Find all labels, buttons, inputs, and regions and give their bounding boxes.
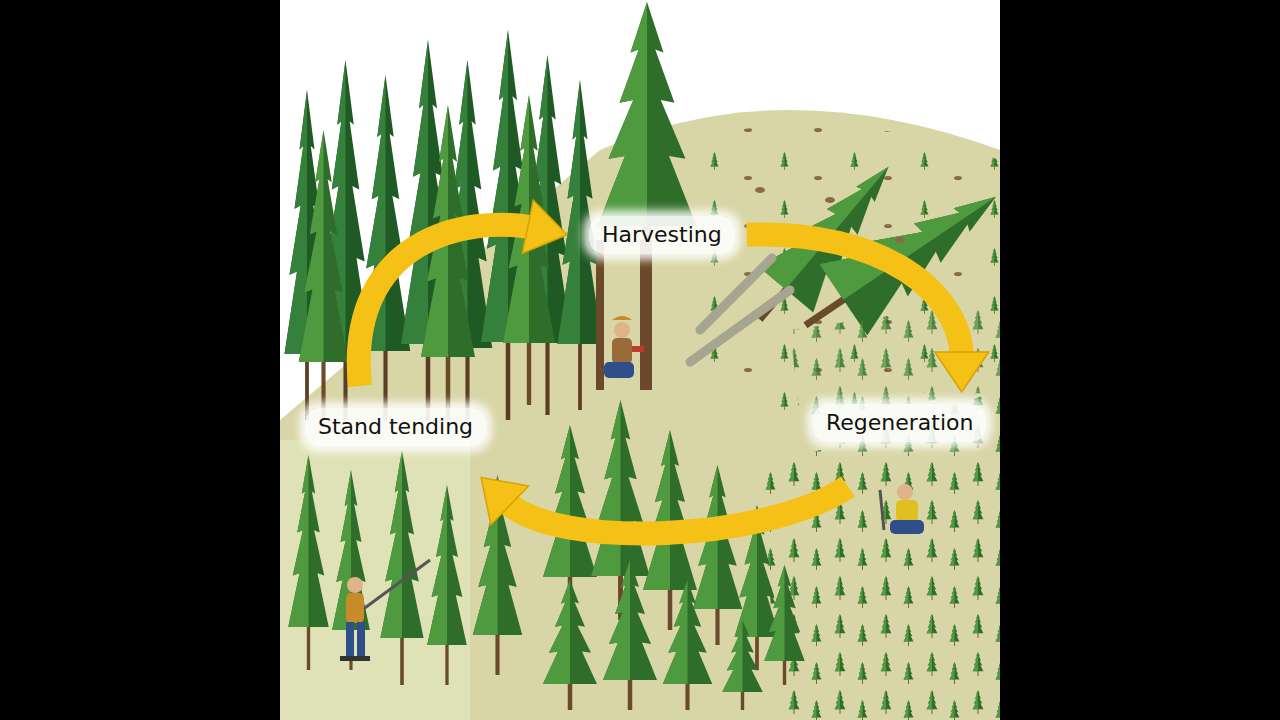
cycle-arrow bbox=[747, 234, 989, 392]
stage-label: Regeneration bbox=[813, 404, 986, 442]
stage-label: Harvesting bbox=[589, 216, 735, 254]
stage-text: Stand tending bbox=[318, 413, 473, 441]
stage-text: Regeneration bbox=[826, 409, 973, 437]
cycle-arrow bbox=[481, 478, 848, 534]
stage-text: Harvesting bbox=[602, 221, 722, 249]
arrow-head bbox=[481, 478, 528, 525]
arrow-head bbox=[522, 200, 567, 253]
cycle-arrow bbox=[359, 200, 567, 386]
arrow-shaft bbox=[747, 234, 962, 358]
harvester-figure bbox=[604, 316, 644, 378]
stage-label: Stand tending bbox=[305, 408, 486, 446]
arrow-shaft bbox=[359, 225, 534, 386]
arrow-head bbox=[935, 352, 989, 392]
thinning-figure bbox=[340, 560, 430, 661]
arrow-shaft bbox=[505, 487, 848, 534]
planter-figure bbox=[880, 484, 924, 534]
